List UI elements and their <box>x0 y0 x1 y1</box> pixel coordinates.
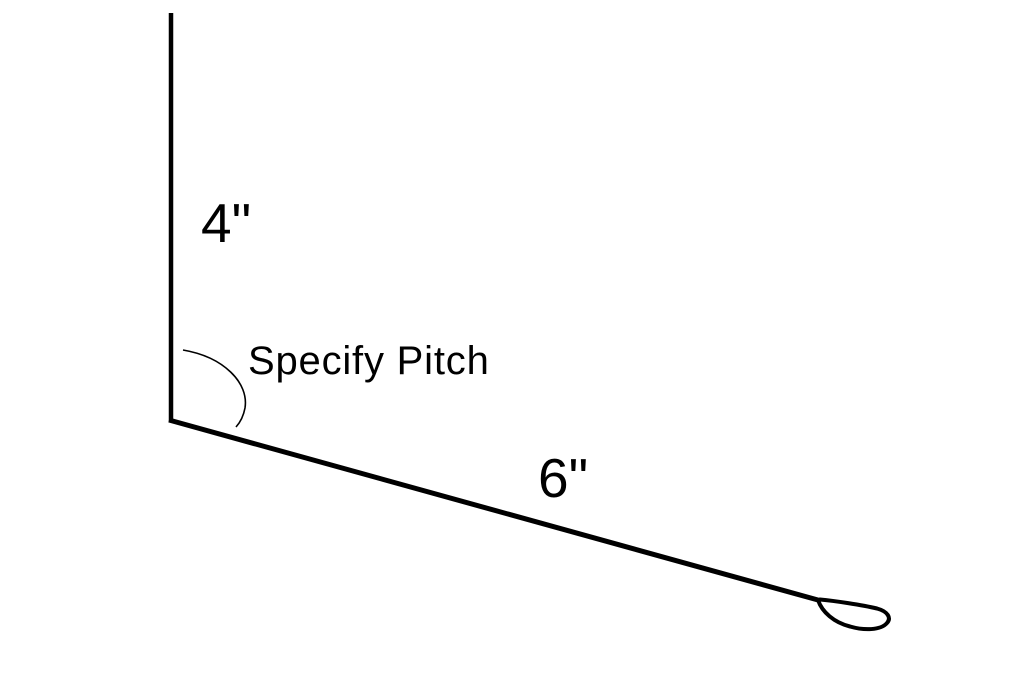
hem-loop <box>816 597 891 632</box>
pitch-angle-arc <box>182 349 247 428</box>
vertical-dimension-label: 4" <box>201 192 251 254</box>
sloped-leg-line <box>168 417 819 603</box>
sloped-dimension-label: 6" <box>538 447 588 509</box>
pitch-note-label: Specify Pitch <box>248 339 490 383</box>
